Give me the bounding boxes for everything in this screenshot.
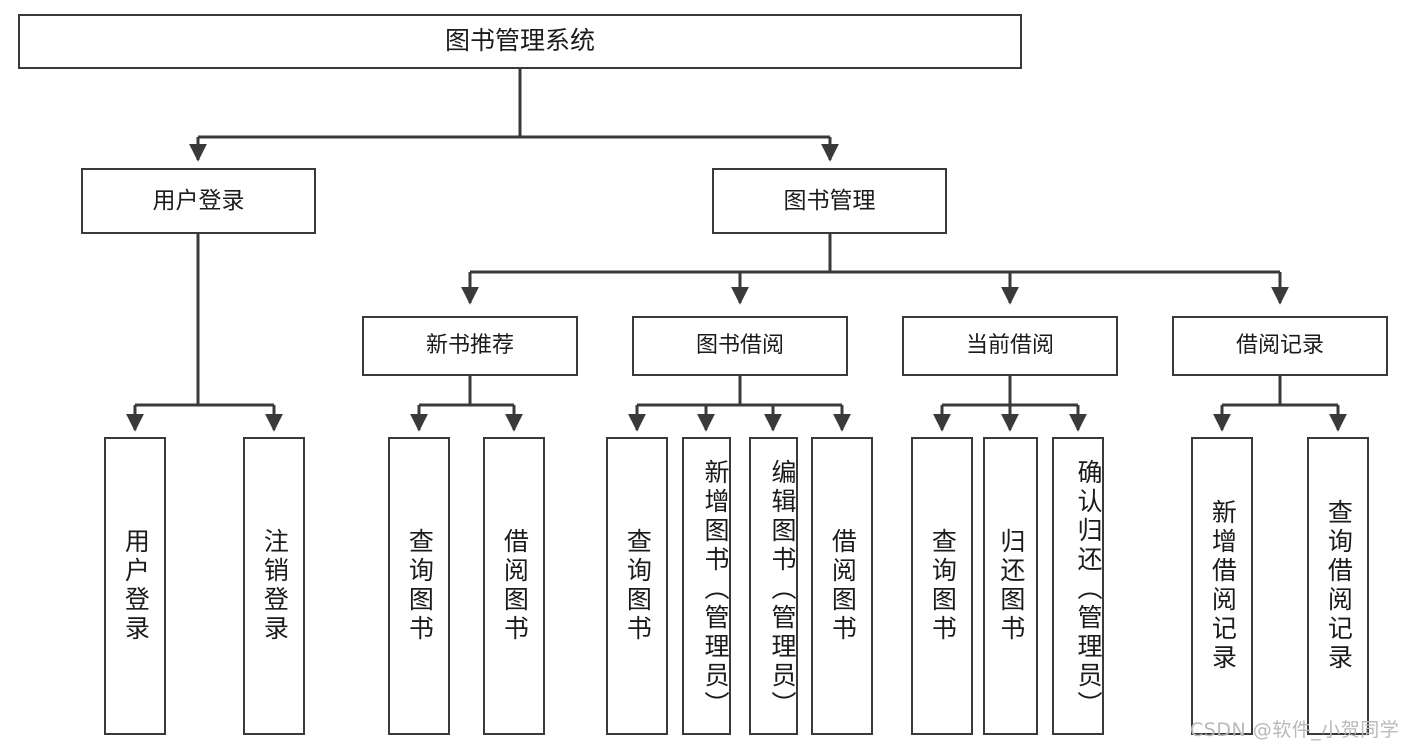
node-leaf-query-record-label: 查询借阅记录 xyxy=(1324,499,1354,673)
node-leaf-user-login[interactable]: 用户登录 xyxy=(104,437,166,735)
node-leaf-query-book-1-label: 查询图书 xyxy=(405,528,435,644)
node-user-login-label: 用户登录 xyxy=(152,187,245,214)
node-leaf-add-record-label: 新增借阅记录 xyxy=(1208,499,1238,673)
node-root[interactable]: 图书管理系统 xyxy=(18,14,1022,69)
node-new-book-recommend-label: 新书推荐 xyxy=(425,333,514,359)
csdn-watermark: CSDN @软件_小贺同学 xyxy=(1190,715,1399,742)
node-user-login[interactable]: 用户登录 xyxy=(81,168,316,234)
node-leaf-edit-book-label: 编辑图书（管理员） xyxy=(768,458,797,720)
node-book-manage-label: 图书管理 xyxy=(783,187,876,214)
node-leaf-borrow-book-2-label: 借阅图书 xyxy=(828,528,858,644)
node-borrow-record[interactable]: 借阅记录 xyxy=(1172,316,1388,376)
node-book-manage[interactable]: 图书管理 xyxy=(712,168,947,234)
node-book-borrow[interactable]: 图书借阅 xyxy=(632,316,848,376)
node-leaf-query-book-3-label: 查询图书 xyxy=(928,528,958,644)
node-leaf-edit-book[interactable]: 编辑图书（管理员） xyxy=(749,437,798,735)
node-leaf-return-book-label: 归还图书 xyxy=(996,528,1026,644)
node-leaf-add-book[interactable]: 新增图书（管理员） xyxy=(682,437,731,735)
node-root-label: 图书管理系统 xyxy=(444,26,595,56)
node-leaf-confirm-return[interactable]: 确认归还（管理员） xyxy=(1052,437,1104,735)
node-leaf-add-record[interactable]: 新增借阅记录 xyxy=(1191,437,1253,735)
node-leaf-logout[interactable]: 注销登录 xyxy=(243,437,305,735)
node-leaf-borrow-book-1[interactable]: 借阅图书 xyxy=(483,437,545,735)
node-current-borrow-label: 当前借阅 xyxy=(965,333,1054,359)
node-leaf-add-book-label: 新增图书（管理员） xyxy=(701,458,730,720)
node-leaf-logout-label: 注销登录 xyxy=(260,528,290,644)
node-leaf-borrow-book-2[interactable]: 借阅图书 xyxy=(811,437,873,735)
csdn-watermark-text: CSDN @软件_小贺同学 xyxy=(1190,719,1400,741)
node-leaf-borrow-book-1-label: 借阅图书 xyxy=(500,528,530,644)
node-leaf-query-book-1[interactable]: 查询图书 xyxy=(388,437,450,735)
node-borrow-record-label: 借阅记录 xyxy=(1235,333,1324,359)
node-leaf-confirm-return-label: 确认归还（管理员） xyxy=(1074,458,1103,720)
node-current-borrow[interactable]: 当前借阅 xyxy=(902,316,1118,376)
node-book-borrow-label: 图书借阅 xyxy=(695,333,784,359)
node-leaf-query-book-2-label: 查询图书 xyxy=(623,528,653,644)
node-leaf-user-login-label: 用户登录 xyxy=(121,528,151,644)
node-leaf-return-book[interactable]: 归还图书 xyxy=(983,437,1038,735)
node-leaf-query-record[interactable]: 查询借阅记录 xyxy=(1307,437,1369,735)
node-leaf-query-book-2[interactable]: 查询图书 xyxy=(606,437,668,735)
node-leaf-query-book-3[interactable]: 查询图书 xyxy=(911,437,973,735)
node-new-book-recommend[interactable]: 新书推荐 xyxy=(362,316,578,376)
